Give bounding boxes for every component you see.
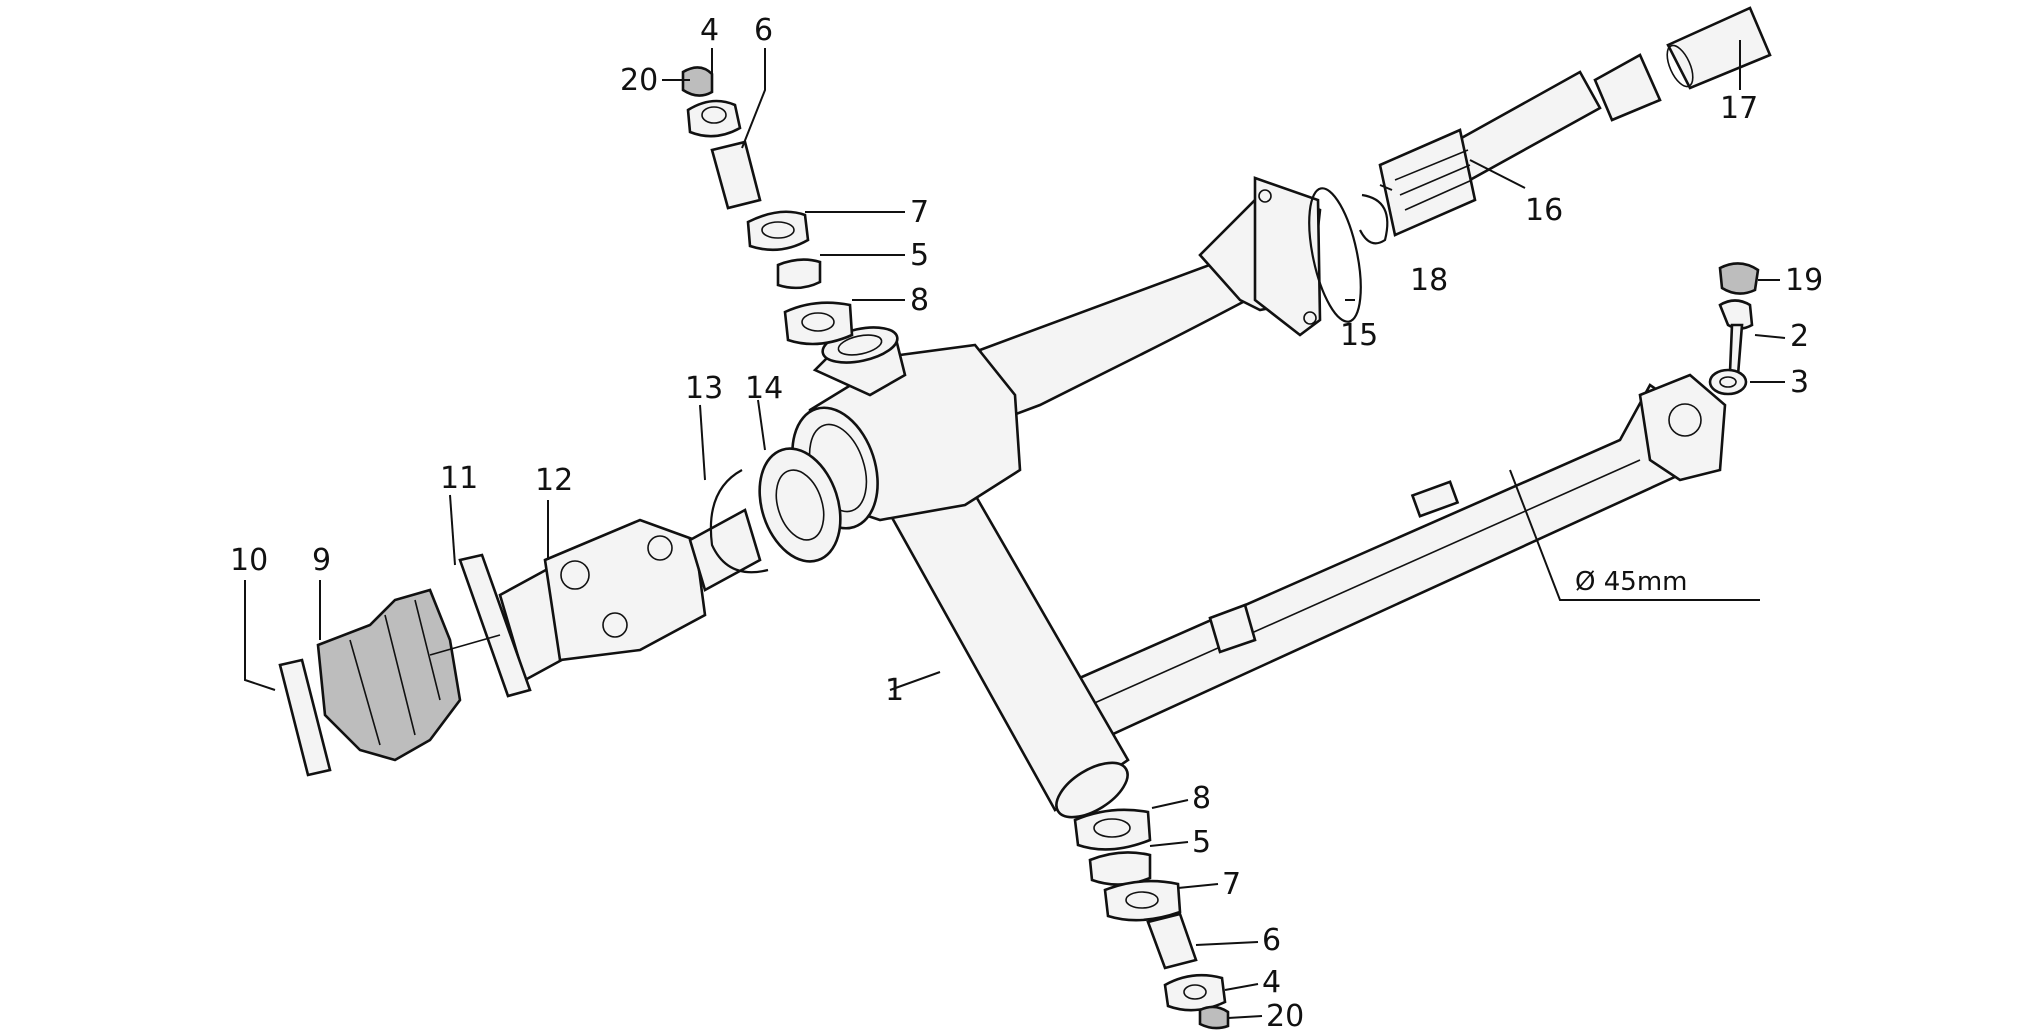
label-20-bot: 20 xyxy=(1266,999,1304,1031)
label-13: 13 xyxy=(685,371,723,406)
label-8-top: 8 xyxy=(910,283,929,318)
swing-arm-frame xyxy=(791,176,1727,819)
label-5-bot: 5 xyxy=(1192,825,1211,860)
label-4-top: 4 xyxy=(700,13,719,48)
label-18: 18 xyxy=(1410,263,1448,298)
universal-joint-group xyxy=(498,447,842,682)
label-1: 1 xyxy=(885,673,904,708)
label-14: 14 xyxy=(745,371,783,406)
label-16: 16 xyxy=(1525,193,1563,228)
bellows-group xyxy=(278,553,532,777)
part-labels: 20 4 6 7 5 8 13 14 12 11 10 9 1 8 5 7 6 … xyxy=(230,13,1823,1031)
label-5-top: 5 xyxy=(910,238,929,273)
label-12: 12 xyxy=(535,463,573,498)
lower-pivot-stack xyxy=(1073,808,1230,1030)
label-11: 11 xyxy=(440,461,478,496)
label-20-top: 20 xyxy=(620,63,658,98)
label-6-top: 6 xyxy=(754,13,773,48)
fitting-group xyxy=(1708,262,1760,396)
label-8-bot: 8 xyxy=(1192,781,1211,816)
label-3: 3 xyxy=(1790,365,1809,400)
dimension-label: Ø 45mm xyxy=(1575,567,1687,597)
label-7-bot: 7 xyxy=(1222,867,1241,902)
label-17: 17 xyxy=(1720,91,1758,126)
leader-lines xyxy=(244,40,1786,1019)
label-6-bot: 6 xyxy=(1262,923,1281,958)
label-19: 19 xyxy=(1785,263,1823,298)
upper-pivot-stack xyxy=(681,66,854,346)
drive-shaft-group xyxy=(1308,6,1772,323)
label-10: 10 xyxy=(230,543,268,578)
label-2: 2 xyxy=(1790,319,1809,354)
label-15: 15 xyxy=(1340,318,1378,353)
label-4-bot: 4 xyxy=(1262,965,1281,1000)
label-7-top: 7 xyxy=(910,195,929,230)
label-9: 9 xyxy=(312,543,331,578)
